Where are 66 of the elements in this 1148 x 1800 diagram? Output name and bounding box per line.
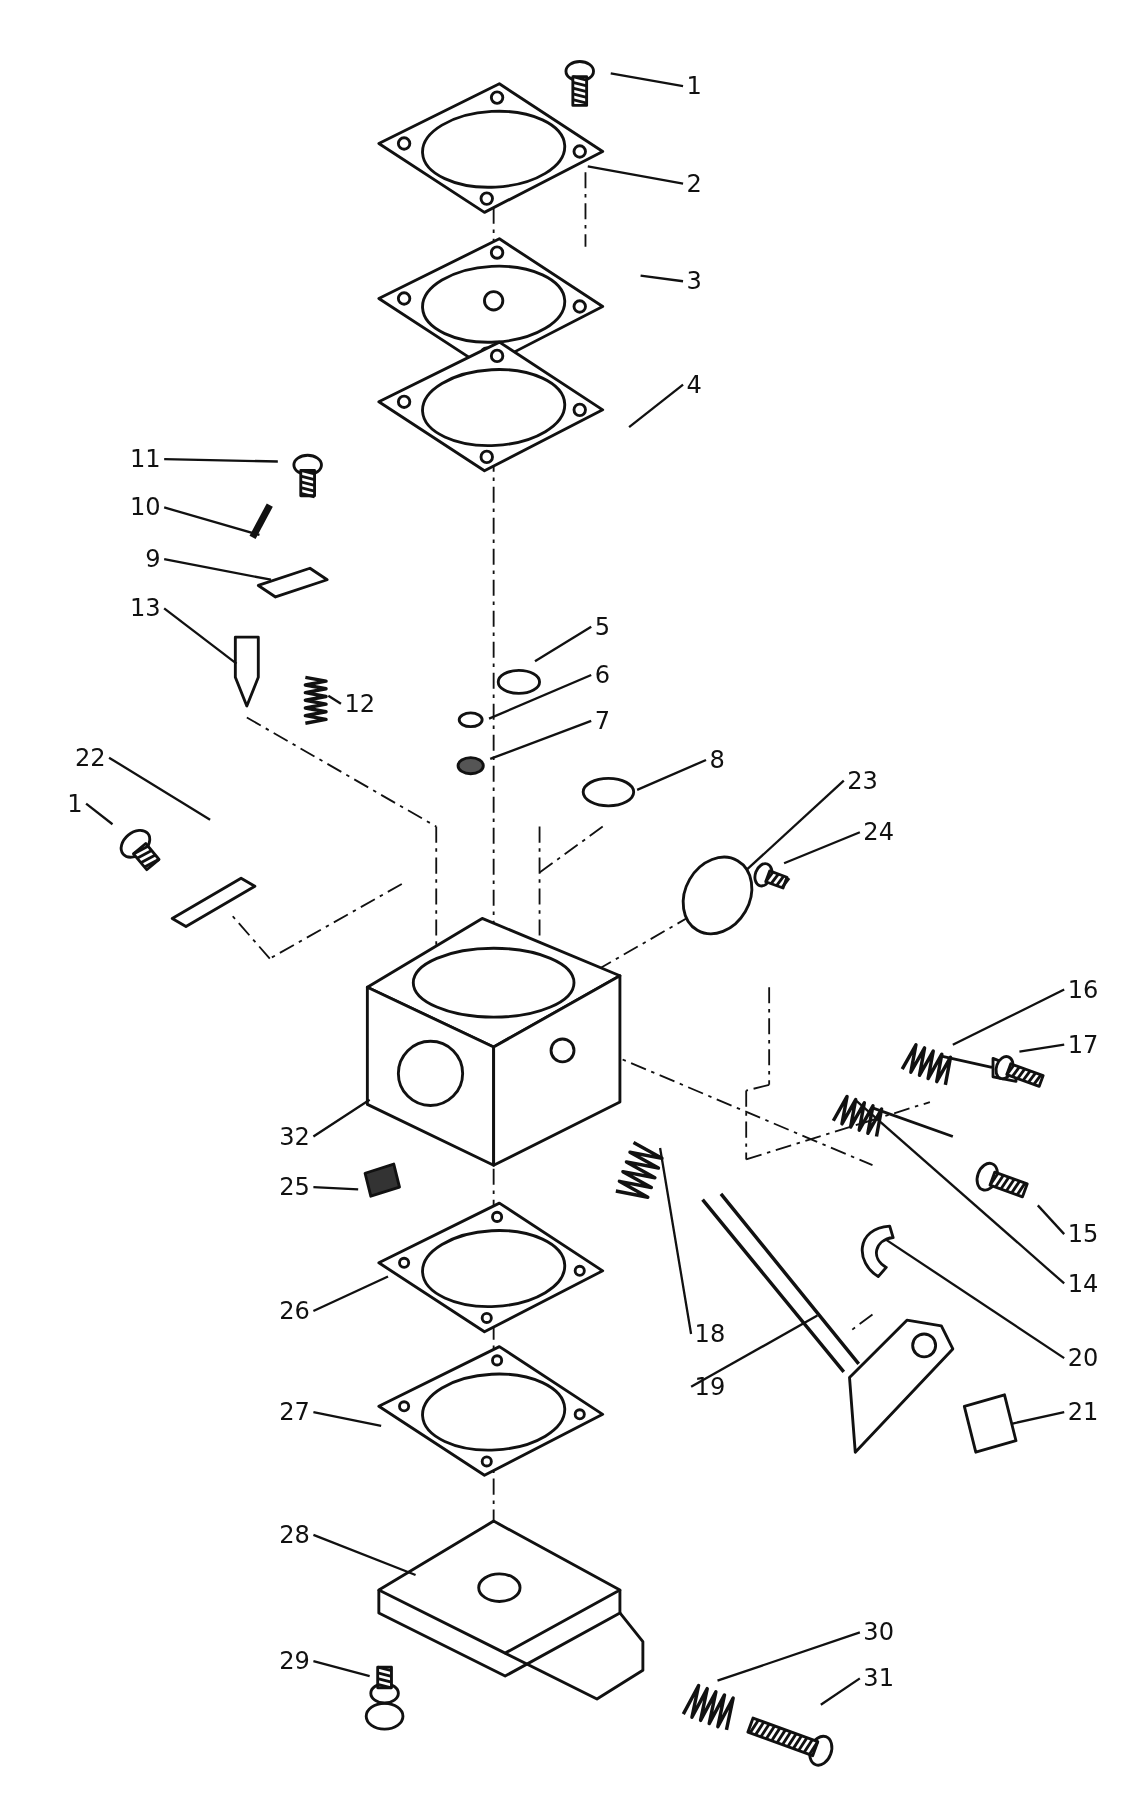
leader-line: [745, 779, 845, 872]
leader-line: [164, 458, 278, 463]
callout-number: 15: [1067, 1220, 1099, 1248]
callout-number: 25: [279, 1173, 310, 1201]
callout-number: 31: [863, 1664, 894, 1693]
callout-number: 26: [279, 1297, 310, 1325]
callout-number: 16: [1067, 975, 1099, 1004]
leader-line: [312, 1275, 389, 1313]
callout-number: 10: [130, 493, 161, 522]
leader-line: [640, 274, 684, 283]
leader-line: [312, 1098, 371, 1138]
callout-number: 19: [694, 1373, 726, 1401]
callout-number: 2: [686, 169, 702, 198]
callout-number: 7: [594, 707, 610, 735]
callout-number: 27: [279, 1398, 310, 1426]
leader-line: [820, 1677, 861, 1706]
leader-line: [1012, 1410, 1065, 1425]
callout-number: 12: [344, 689, 376, 718]
leader-line: [885, 1238, 1065, 1360]
callout-number: 32: [279, 1122, 310, 1151]
callout-number: 5: [594, 613, 610, 641]
leader-line: [163, 506, 260, 537]
leader-line: [854, 1098, 1065, 1285]
callout-number: 24: [863, 818, 894, 847]
callout-number: 28: [279, 1521, 310, 1549]
callout-number: 20: [1067, 1344, 1099, 1372]
callout-number: 9: [145, 545, 161, 573]
leader-line: [952, 988, 1065, 1046]
leader-line: [163, 607, 238, 665]
callout-number: 6: [594, 661, 610, 689]
callout-number: 11: [130, 445, 161, 473]
callout-number: 23: [847, 766, 878, 795]
leader-line: [163, 557, 272, 581]
leader-line: [313, 1185, 359, 1191]
callout-number: 29: [279, 1647, 310, 1675]
leader-line: [488, 673, 592, 720]
callout-number: 22: [74, 743, 106, 772]
leader-line: [636, 758, 707, 791]
leader-line: [690, 1314, 818, 1388]
callout-number: 18: [694, 1320, 726, 1348]
leader-line: [313, 1660, 370, 1678]
leader-line: [628, 383, 684, 428]
leader-line: [489, 719, 592, 760]
callout-number: 8: [709, 746, 725, 774]
callout-number: 4: [686, 370, 702, 399]
leader-line: [108, 756, 211, 821]
leader-line: [313, 1410, 382, 1427]
leader-line: [587, 165, 684, 185]
callout-number: 17: [1067, 1030, 1099, 1059]
callout-number: 1: [67, 789, 83, 818]
callout-number: 30: [863, 1618, 894, 1647]
callout-number: 14: [1067, 1269, 1099, 1298]
callout-number: 13: [130, 594, 161, 623]
leader-line: [658, 1147, 693, 1335]
leader-line: [1019, 1043, 1065, 1053]
leader-line: [313, 1533, 416, 1577]
leader-line: [534, 625, 592, 663]
leader-line: [783, 831, 861, 865]
leader-line: [717, 1631, 861, 1682]
leader-line: [610, 72, 684, 88]
leader-line: [85, 802, 114, 826]
callout-number: 1: [686, 72, 702, 100]
callout-number: 21: [1067, 1398, 1099, 1426]
leader-line: [1036, 1204, 1066, 1235]
leader-line: [327, 694, 342, 705]
callout-number: 3: [686, 267, 702, 296]
